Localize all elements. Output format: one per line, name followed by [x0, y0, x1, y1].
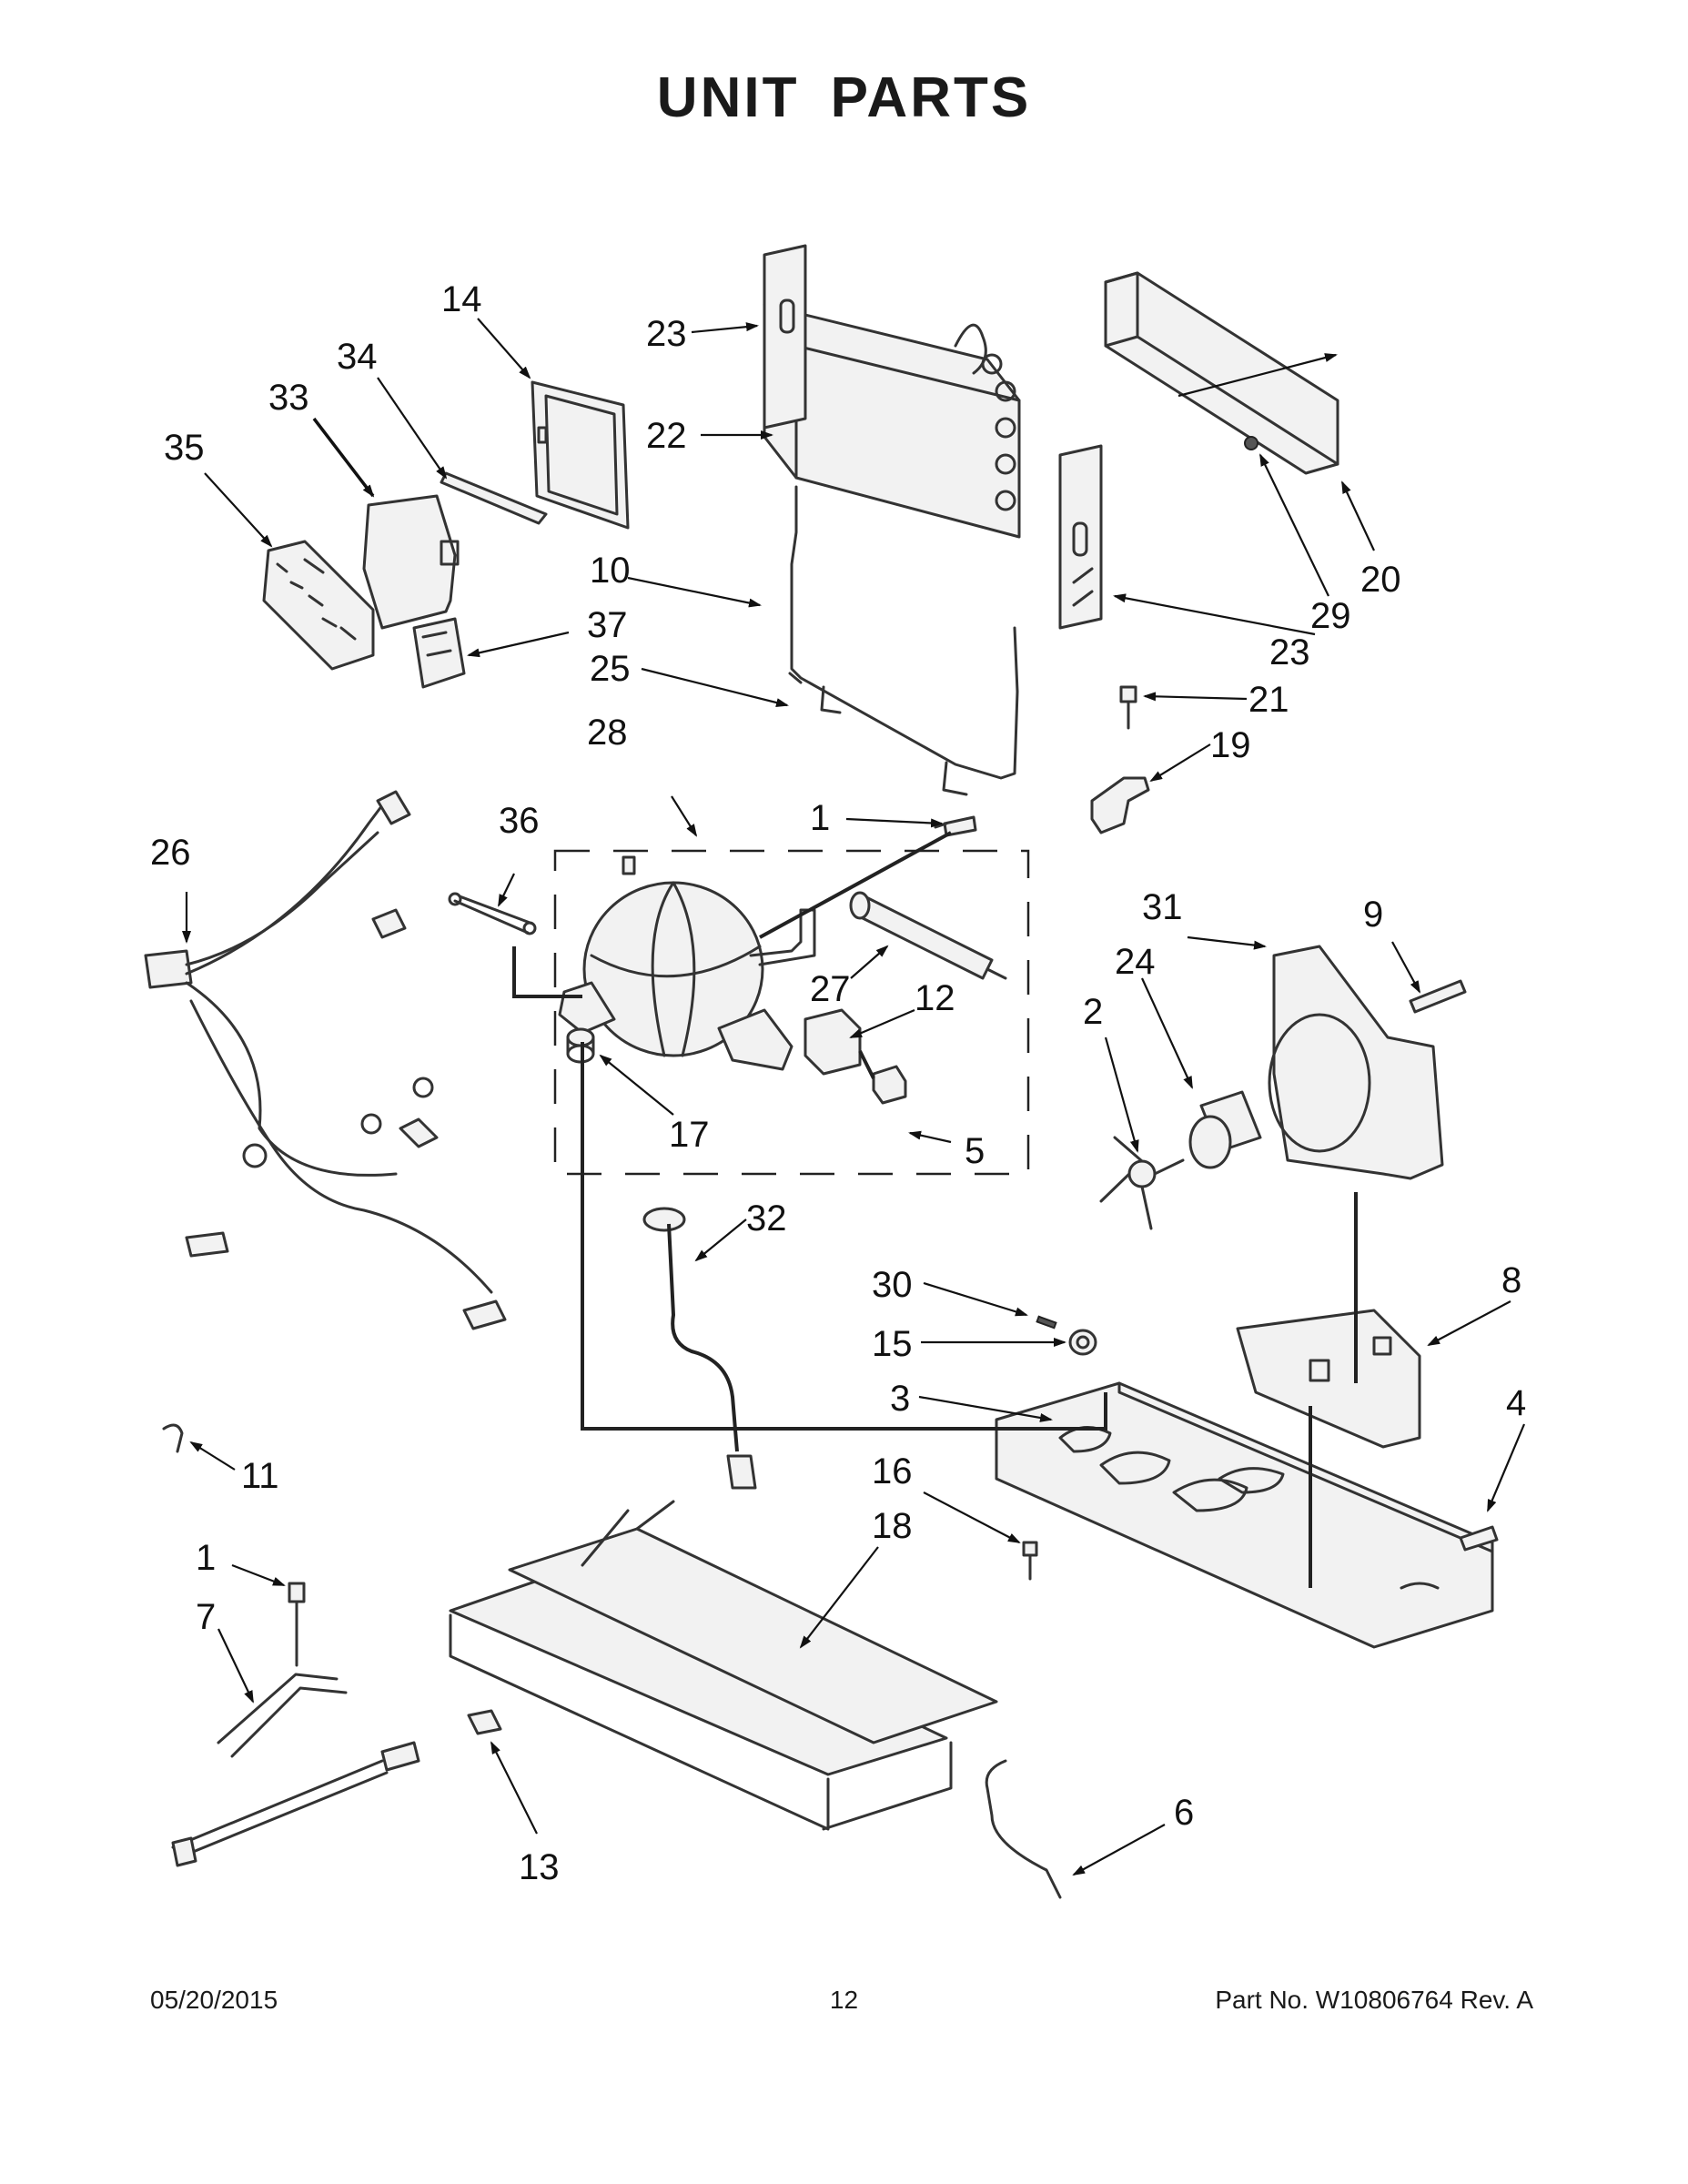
callout-36: 36: [499, 801, 540, 841]
callout-16: 16: [872, 1451, 913, 1491]
callout-3: 3: [890, 1379, 910, 1419]
callout-32: 32: [746, 1198, 787, 1239]
callout-9: 9: [1363, 895, 1383, 935]
callout-14: 14: [441, 279, 482, 319]
insulation-34-part[interactable]: [440, 471, 548, 525]
callout-31: 31: [1142, 887, 1183, 927]
callout-15: 15: [872, 1324, 913, 1364]
control-board-35-part[interactable]: [262, 540, 375, 671]
control-board-37-part[interactable]: [412, 617, 466, 689]
wire-6-part[interactable]: [985, 1759, 1062, 1899]
callout-25: 25: [590, 649, 631, 689]
callout-2: 2: [1083, 992, 1103, 1032]
callout-20: 20: [1360, 560, 1401, 600]
callout-21: 21: [1248, 680, 1289, 720]
screw-16-part[interactable]: [1022, 1541, 1038, 1581]
callout-10: 10: [590, 551, 631, 591]
callout-1-top: 1: [810, 798, 830, 838]
fan-blade-2-part[interactable]: [1099, 1136, 1185, 1230]
relay-12-part[interactable]: [804, 1008, 862, 1076]
fan-motor-24-part[interactable]: [1188, 1090, 1262, 1169]
callout-5: 5: [965, 1131, 985, 1171]
callout-24: 24: [1115, 942, 1156, 982]
clip-11-part[interactable]: [162, 1423, 184, 1453]
grommet-15-part[interactable]: [1068, 1329, 1097, 1356]
heater-7-part[interactable]: [171, 1673, 420, 1867]
defrost-heater-part[interactable]: [788, 485, 1019, 796]
callout-28: 28: [587, 713, 628, 753]
callout-23-bottom: 23: [1269, 632, 1310, 672]
footer-page-number: 12: [829, 1986, 859, 2014]
callout-labels: 23 22 10 25 14 34 33 35 37 28 1 20 29 23…: [150, 279, 1526, 1887]
clip-13-part[interactable]: [467, 1709, 502, 1735]
suction-line-part: [581, 1042, 1107, 1431]
callout-23-top: 23: [646, 314, 687, 354]
callout-18: 18: [872, 1506, 913, 1546]
board-cover-33-part[interactable]: [362, 494, 460, 630]
callout-1-bottom: 1: [196, 1538, 216, 1578]
bracket-8-part[interactable]: [1236, 1309, 1421, 1449]
screw-1-bottom-part[interactable]: [288, 1582, 306, 1667]
callout-6: 6: [1174, 1793, 1194, 1833]
callout-29: 29: [1310, 596, 1351, 636]
callout-17: 17: [669, 1115, 710, 1155]
tube-32-part[interactable]: [642, 1207, 757, 1490]
callout-4: 4: [1506, 1383, 1526, 1423]
screw-4-part[interactable]: [1459, 1525, 1499, 1552]
compressor-group-outline: [553, 849, 1030, 1176]
callout-35: 35: [164, 428, 205, 468]
callout-12: 12: [915, 978, 955, 1018]
screw-9-part[interactable]: [1409, 979, 1467, 1014]
compressor-line-part: [759, 831, 952, 939]
evaporator-bracket-right-part[interactable]: [1058, 444, 1103, 630]
overload-5-part[interactable]: [872, 1065, 907, 1105]
screw-21-part[interactable]: [1119, 685, 1137, 730]
evaporator-channel-part[interactable]: [1104, 271, 1339, 475]
plug-30-part[interactable]: [1036, 1315, 1057, 1330]
screw-1-top-part[interactable]: [934, 815, 977, 837]
relay-line-part: [858, 1050, 875, 1079]
callout-27: 27: [810, 969, 851, 1009]
screw-29-part[interactable]: [1244, 436, 1258, 450]
page-title: UNIT PARTS: [656, 66, 1032, 129]
footer-part-number: Part No. W10806764 Rev. A: [1215, 1986, 1533, 2014]
strap-36-part[interactable]: [448, 892, 537, 935]
compressor-part[interactable]: [558, 855, 816, 1071]
fan-shroud-31-part[interactable]: [1268, 945, 1444, 1180]
harness-line-part: [512, 946, 582, 998]
bracket-19-part[interactable]: [1090, 776, 1150, 834]
cover-14-part[interactable]: [531, 380, 630, 530]
callout-30: 30: [872, 1265, 913, 1305]
wiring-harness-26-part[interactable]: [144, 790, 507, 1330]
condenser-coil-18-part[interactable]: [449, 1500, 998, 1831]
callout-13: 13: [519, 1847, 560, 1887]
leader-lines: [182, 318, 1526, 1876]
callout-26: 26: [150, 833, 191, 873]
callout-37: 37: [587, 605, 628, 645]
callout-8: 8: [1501, 1260, 1521, 1300]
callout-34: 34: [337, 337, 378, 377]
callout-33: 33: [268, 378, 309, 418]
drier-27-part[interactable]: [849, 891, 1007, 980]
callout-7: 7: [196, 1597, 216, 1637]
callout-11: 11: [241, 1456, 279, 1496]
evaporator-bracket-left-part[interactable]: [763, 244, 807, 430]
callout-19: 19: [1210, 725, 1251, 765]
condenser-base-3-part[interactable]: [995, 1381, 1494, 1649]
callout-22: 22: [646, 416, 687, 456]
footer-date: 05/20/2015: [150, 1986, 278, 2014]
